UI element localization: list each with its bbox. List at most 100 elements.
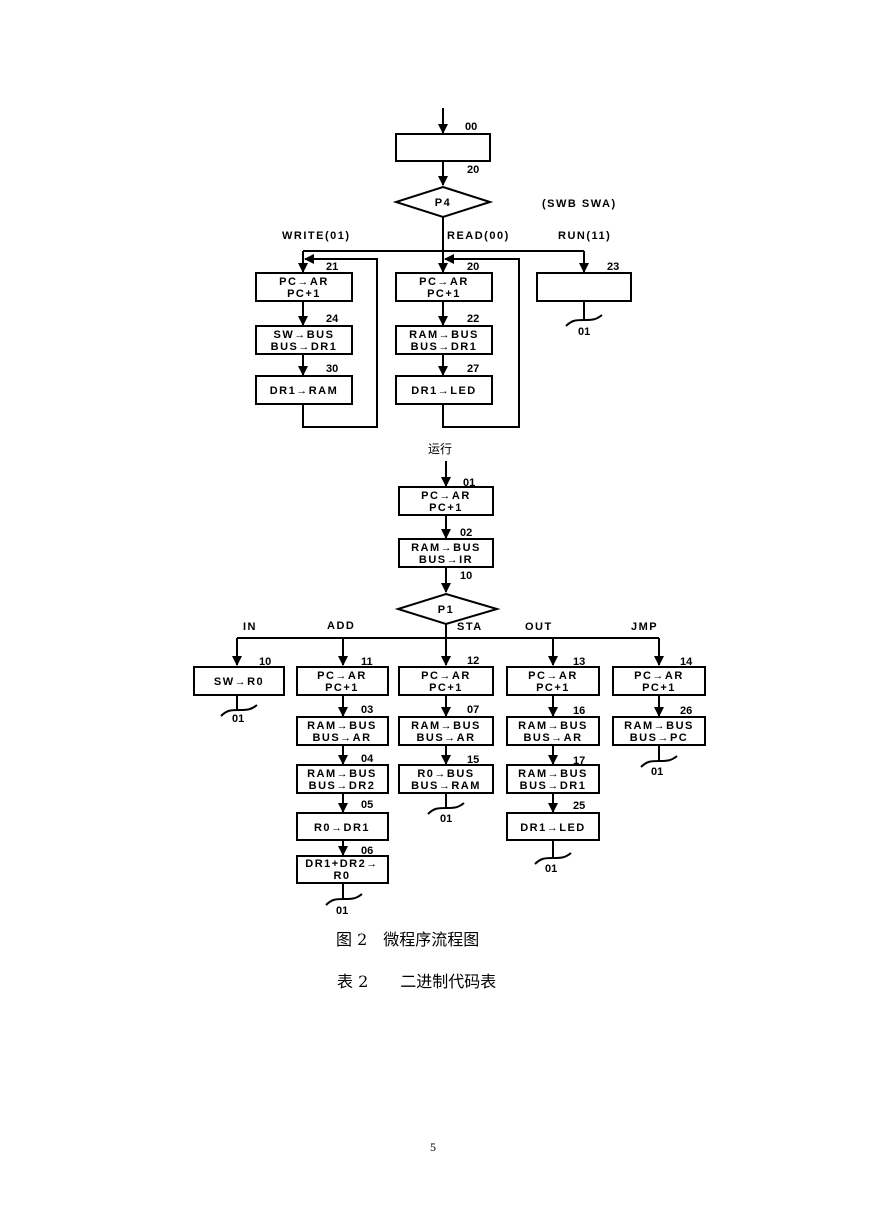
page-number: 5 — [430, 1140, 436, 1154]
box-line: SW→BUS — [274, 329, 335, 341]
box-line: RAM→BUS — [307, 768, 377, 780]
decision-p4-label: P4 — [435, 197, 451, 209]
box-line: DR1→LED — [411, 385, 477, 397]
out-box-2 — [506, 716, 600, 746]
addr-label: 10 — [460, 570, 472, 582]
branch-label-sta: STA — [457, 621, 483, 633]
box-line: BUS→PC — [630, 732, 689, 744]
addr-label: 21 — [326, 261, 338, 273]
addr-label: 12 — [467, 655, 479, 667]
addr-label: 23 — [607, 261, 619, 273]
addr-label: 25 — [573, 800, 585, 812]
box-line: RAM→BUS — [411, 720, 481, 732]
figure-caption: 图 2 微程序流程图 — [336, 930, 480, 949]
box-line: DR1→RAM — [270, 385, 339, 397]
addr-label: 16 — [573, 705, 585, 717]
start-box — [395, 133, 491, 162]
run-box — [536, 272, 632, 302]
addr-label: 11 — [361, 656, 373, 668]
exit-addr: 01 — [440, 813, 452, 825]
branch-label-jmp: JMP — [631, 621, 658, 633]
box-line: BUS→AR — [416, 732, 475, 744]
addr-label: 06 — [361, 845, 373, 857]
add-box-4 — [296, 812, 389, 841]
exit-addr: 01 — [651, 766, 663, 778]
addr-label: 30 — [326, 363, 338, 375]
box-line: PC→AR — [634, 670, 684, 682]
sta-box-2 — [398, 716, 494, 746]
addr-label: 03 — [361, 704, 373, 716]
exit-mark — [220, 704, 258, 717]
addr-label: 15 — [467, 754, 479, 766]
box-line: BUS→RAM — [411, 780, 481, 792]
fetch-box-2 — [398, 538, 494, 568]
jmp-box-2 — [612, 716, 706, 746]
read-box-2 — [395, 325, 493, 355]
in-box-1 — [193, 666, 285, 696]
box-line: BUS→DR1 — [411, 341, 478, 353]
addr-label: 26 — [680, 705, 692, 717]
exit-addr: 01 — [545, 863, 557, 875]
addr-label: 22 — [467, 313, 479, 325]
box-line: PC+1 — [287, 288, 321, 300]
addr-label: 13 — [573, 656, 585, 668]
decision-p1-label: P1 — [438, 604, 454, 616]
switch-note: (SWB SWA) — [542, 198, 617, 210]
box-line: PC+1 — [427, 288, 461, 300]
read-box-1 — [395, 272, 493, 302]
addr-label: 00 — [465, 121, 477, 133]
box-line: PC→AR — [279, 276, 329, 288]
addr-label: 20 — [467, 164, 479, 176]
add-box-1 — [296, 666, 389, 696]
box-line: PC→AR — [528, 670, 578, 682]
write-box-2 — [255, 325, 353, 355]
run-label: 运行 — [428, 442, 452, 456]
box-line: PC+1 — [536, 682, 570, 694]
box-line: PC→AR — [419, 276, 469, 288]
branch-label-out: OUT — [525, 621, 553, 633]
box-line: BUS→AR — [523, 732, 582, 744]
box-line: PC+1 — [429, 682, 463, 694]
box-line: BUS→IR — [419, 554, 473, 566]
box-line: PC→AR — [317, 670, 367, 682]
box-line: SW→R0 — [214, 676, 264, 688]
addr-label: 04 — [361, 753, 374, 765]
write-loop-line — [302, 254, 378, 428]
box-line: PC+1 — [642, 682, 676, 694]
addr-label: 05 — [361, 799, 373, 811]
exit-addr: 01 — [336, 905, 348, 917]
addr-label: 27 — [467, 363, 479, 375]
branch-label-add: ADD — [327, 620, 355, 632]
box-line: DR1+DR2→ — [305, 858, 378, 870]
box-line: RAM→BUS — [307, 720, 377, 732]
box-line: RAM→BUS — [411, 542, 481, 554]
box-line: R0→DR1 — [314, 822, 370, 834]
exit-addr: 01 — [578, 326, 590, 338]
branch-label-in: IN — [243, 621, 257, 633]
box-line: PC→AR — [421, 490, 471, 502]
box-line: BUS→DR2 — [309, 780, 376, 792]
box-line: RAM→BUS — [518, 720, 588, 732]
add-box-3 — [296, 764, 389, 794]
add-box-2 — [296, 716, 389, 746]
addr-label: 24 — [326, 313, 339, 325]
exit-mark — [427, 802, 465, 815]
table-caption: 表 2 二进制代码表 — [337, 972, 497, 991]
box-line: RAM→BUS — [624, 720, 694, 732]
exit-addr: 01 — [232, 713, 244, 725]
exit-mark — [640, 755, 678, 768]
box-line: BUS→DR1 — [520, 780, 587, 792]
addr-label: 10 — [259, 656, 271, 668]
jmp-box-1 — [612, 666, 706, 696]
box-line: BUS→AR — [312, 732, 371, 744]
box-line: PC→AR — [421, 670, 471, 682]
box-line: PC+1 — [429, 502, 463, 514]
box-line: DR1→LED — [520, 822, 586, 834]
addr-label: 14 — [680, 656, 693, 668]
box-line: RAM→BUS — [518, 768, 588, 780]
addr-label: 02 — [460, 527, 472, 539]
exit-mark — [325, 893, 363, 906]
sta-box-3 — [398, 764, 494, 794]
